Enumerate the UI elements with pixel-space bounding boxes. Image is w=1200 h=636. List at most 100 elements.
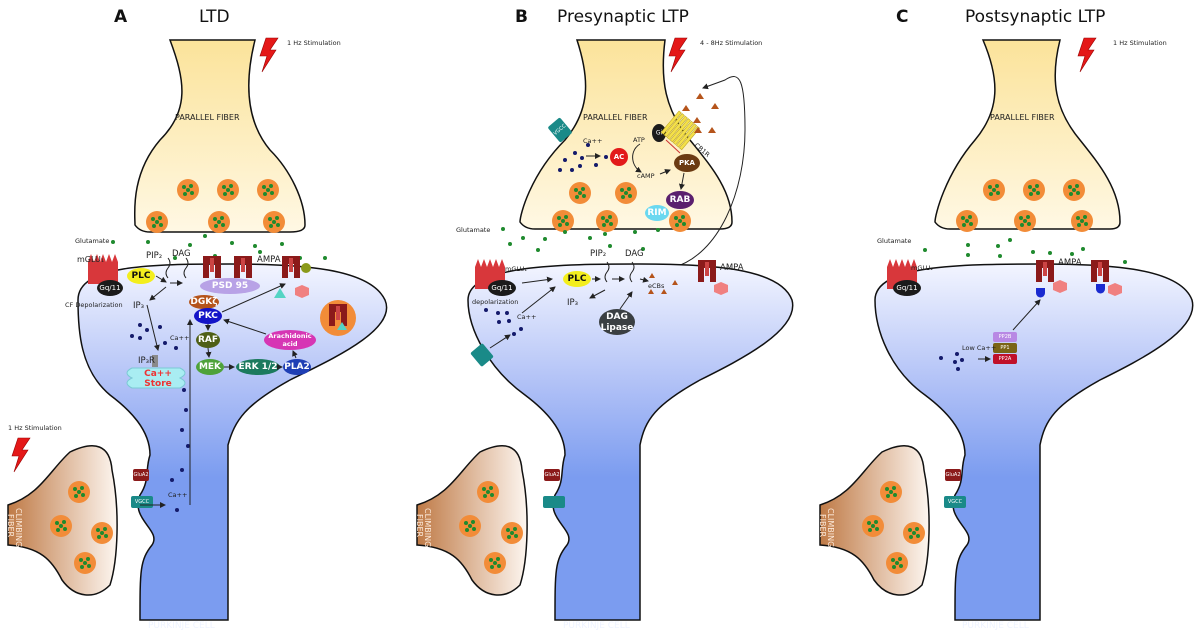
pp1-node bbox=[993, 343, 1017, 353]
ampa-label: AMPA bbox=[257, 255, 281, 265]
gq-protein bbox=[488, 280, 516, 296]
panel-c-title: Postsynaptic LTP bbox=[965, 7, 1105, 27]
parallel-fiber-terminal bbox=[133, 39, 306, 233]
dag-lipase-label-2: Lipase bbox=[601, 323, 634, 333]
pip2-lipid bbox=[604, 261, 610, 283]
vesicle bbox=[983, 179, 1005, 201]
arachidonic-label-1: Arachidonic bbox=[268, 332, 311, 340]
parallel-fiber-label: PARALLEL FIBER bbox=[990, 113, 1055, 122]
panel-b: B Presynaptic LTP PARALLEL FIBER 4 - 8Hz… bbox=[415, 7, 794, 631]
ip3r-channel bbox=[152, 355, 158, 367]
pp2b-label: PP2B bbox=[999, 334, 1012, 340]
glua2-receptor bbox=[945, 469, 961, 481]
vesicle bbox=[257, 179, 279, 201]
panel-c-letter: C bbox=[896, 7, 908, 27]
vesicle bbox=[1023, 179, 1045, 201]
pka-node bbox=[674, 154, 700, 172]
psd95-label: PSD 95 bbox=[212, 281, 248, 291]
ecb-triangles bbox=[682, 93, 719, 133]
stimulation-label: 1 Hz Stimulation bbox=[1113, 39, 1167, 47]
glutamate-dots bbox=[501, 227, 660, 252]
stimulation-label: 4 - 8Hz Stimulation bbox=[700, 39, 762, 47]
glutamate-label: Glutamate bbox=[456, 226, 490, 234]
dag-label: DAG bbox=[172, 249, 191, 259]
calcium-dots bbox=[130, 323, 190, 512]
ca-store-label-1: Ca++ bbox=[144, 369, 172, 379]
purkinje-label: PURKINJE CELL bbox=[962, 621, 1029, 631]
phosphatase-bound-icon bbox=[1096, 284, 1105, 294]
vesicle bbox=[615, 182, 637, 204]
vgcc-label: VGCC bbox=[135, 499, 150, 505]
gi-label: Gi bbox=[656, 130, 663, 137]
vgcc-ca-label: Ca++ bbox=[168, 491, 187, 499]
climbing-fiber-label-2: FIBER bbox=[6, 514, 15, 538]
pip2-label: PIP₂ bbox=[146, 251, 162, 261]
plc-enzyme bbox=[563, 271, 591, 287]
dag-lipid bbox=[629, 261, 635, 283]
mglu-label: mGLU₁ bbox=[505, 265, 527, 273]
dag-lipase-node bbox=[599, 309, 635, 335]
gq-protein bbox=[97, 280, 123, 296]
climbing-fiber-label-1: CLIMBING bbox=[423, 508, 432, 547]
vesicle bbox=[501, 522, 523, 544]
vgcc-channel bbox=[548, 118, 572, 142]
dag-lipid bbox=[183, 257, 189, 279]
gq-label: Gq/11 bbox=[491, 284, 512, 292]
arachidonic-acid-node bbox=[264, 330, 316, 350]
plc-label: PLC bbox=[132, 271, 151, 281]
camp-label: cAMP bbox=[637, 172, 655, 180]
vesicle bbox=[477, 481, 499, 503]
rim-label: RIM bbox=[647, 208, 666, 218]
ca-label: Ca++ bbox=[170, 334, 189, 342]
erk-node bbox=[236, 359, 280, 375]
cb1r-receptor bbox=[660, 110, 701, 151]
vesicle bbox=[862, 515, 884, 537]
glua2-receptor bbox=[544, 469, 560, 481]
vesicle bbox=[1071, 210, 1093, 232]
vesicle bbox=[880, 481, 902, 503]
vesicle bbox=[1014, 210, 1036, 232]
grip-protein bbox=[295, 285, 309, 298]
vesicle bbox=[596, 210, 618, 232]
vesicle bbox=[886, 552, 908, 574]
glua2-label: GluA2 bbox=[945, 472, 960, 478]
mek-node bbox=[196, 359, 224, 375]
vesicle bbox=[903, 522, 925, 544]
ecbs-label: eCBs bbox=[648, 282, 665, 290]
panel-a-letter: A bbox=[114, 7, 128, 27]
parallel-fiber-label: PARALLEL FIBER bbox=[583, 113, 648, 122]
ca-label: Ca++ bbox=[517, 313, 536, 321]
ecb-triangles bbox=[648, 273, 678, 294]
vesicle bbox=[1063, 179, 1085, 201]
vesicle bbox=[50, 515, 72, 537]
climbing-fiber-label-2: FIBER bbox=[415, 514, 424, 538]
phosphatase-icon bbox=[1036, 288, 1045, 298]
pla2-node bbox=[283, 359, 311, 375]
lightning-icon bbox=[1077, 37, 1097, 73]
vgcc-label: VGCC bbox=[948, 499, 963, 505]
rab-label: RAB bbox=[670, 195, 691, 205]
ac-enzyme bbox=[610, 148, 628, 166]
ip3r-label: IP₃R bbox=[138, 356, 155, 366]
dgk-label: DGKζ bbox=[190, 297, 217, 307]
mglu-receptor bbox=[88, 254, 118, 284]
purkinje-label: PURKINJE CELL bbox=[563, 621, 630, 631]
ampa-label: AMPA bbox=[720, 263, 744, 273]
lightning-icon bbox=[11, 437, 31, 473]
rim-node bbox=[645, 205, 669, 221]
mek-label: MEK bbox=[199, 362, 222, 372]
psd95 bbox=[200, 278, 260, 294]
pkc-label: PKC bbox=[198, 311, 218, 321]
internalized-ampa bbox=[320, 300, 356, 336]
glua2-label: GluA2 bbox=[133, 472, 148, 478]
glua2-receptor bbox=[133, 469, 149, 481]
climbing-fiber-label-1: CLIMBING bbox=[826, 508, 835, 547]
vgcc-channel-cf bbox=[543, 496, 565, 508]
vgcc-channel bbox=[944, 496, 966, 508]
arachidonic-label-2: acid bbox=[282, 340, 297, 348]
pp1-label: PP1 bbox=[1000, 345, 1009, 351]
raf-node bbox=[196, 332, 220, 348]
calcium-dots bbox=[484, 308, 523, 336]
raf-label: RAF bbox=[198, 335, 218, 345]
